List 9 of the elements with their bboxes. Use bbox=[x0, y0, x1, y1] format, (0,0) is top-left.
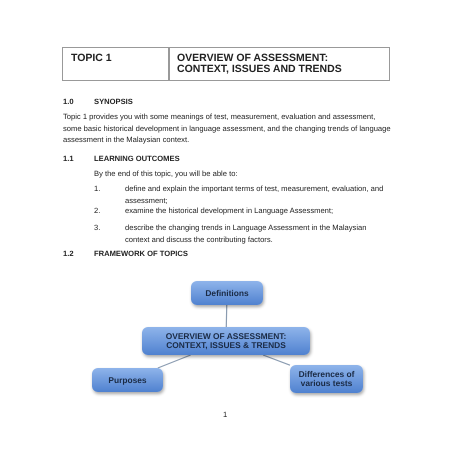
topic-box: Purposes bbox=[92, 368, 163, 392]
connector-line bbox=[158, 354, 191, 369]
table-cell: OVERVIEW OF ASSESSMENT: CONTEXT, ISSUES AND TRENDS bbox=[168, 47, 390, 81]
table-cell: TOPIC 1 bbox=[62, 47, 170, 81]
topic-box: Differences of various tests bbox=[290, 365, 363, 393]
connector-line bbox=[226, 304, 228, 328]
topic-box: OVERVIEW OF ASSESSMENT: CONTEXT, ISSUES & TRENDS bbox=[142, 327, 310, 355]
connector-line bbox=[262, 354, 290, 366]
topic-box: Definitions bbox=[191, 281, 263, 305]
